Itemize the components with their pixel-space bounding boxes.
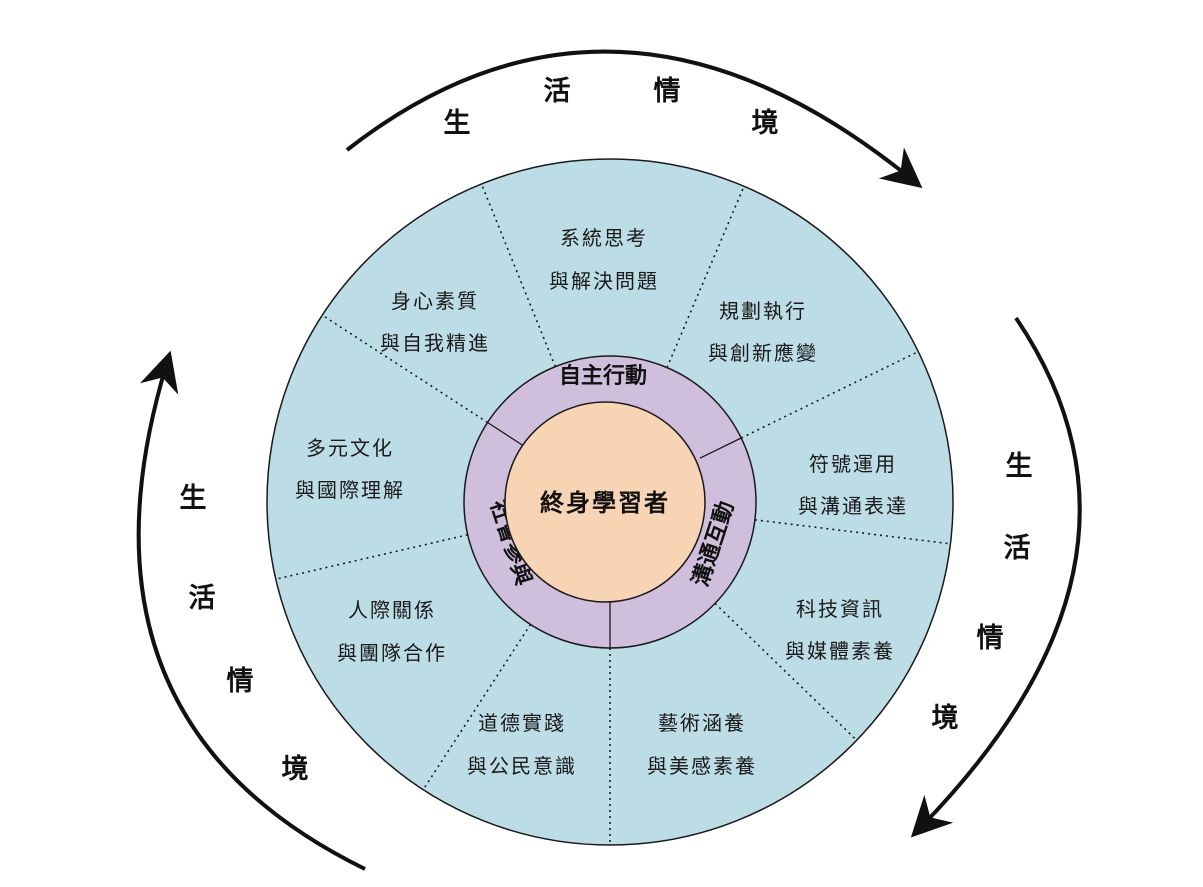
segment-label-line1: 符號運用 bbox=[809, 452, 897, 476]
segment-system-thinking: 系統思考 與解決問題 bbox=[549, 226, 659, 293]
segment-label-line1: 科技資訊 bbox=[796, 597, 884, 621]
context-top-char-1: 生 bbox=[444, 108, 471, 139]
ring-dividers bbox=[487, 421, 742, 648]
context-right-char-2: 活 bbox=[1004, 533, 1031, 564]
center-label-lifelong-learner: 終身學習者 bbox=[540, 488, 670, 517]
segment-multicultural-international: 多元文化 與國際理解 bbox=[295, 436, 405, 502]
segment-label-line2: 與溝通表達 bbox=[798, 494, 908, 518]
segment-label-line2: 與團隊合作 bbox=[337, 641, 447, 665]
context-top-char-4: 境 bbox=[752, 108, 779, 139]
context-right-char-4: 境 bbox=[932, 703, 959, 734]
segment-label-line1: 身心素質 bbox=[391, 289, 479, 313]
context-top-char-2: 活 bbox=[544, 76, 571, 107]
segment-label-line2: 與媒體素養 bbox=[785, 639, 895, 663]
context-arc-top bbox=[345, 49, 923, 189]
segment-art-aesthetics: 藝術涵養 與美感素養 bbox=[647, 711, 757, 778]
segment-label-line1: 多元文化 bbox=[306, 436, 394, 460]
segment-label-line2: 與公民意識 bbox=[467, 754, 577, 778]
ring-label-autonomous-action: 自主行動 bbox=[559, 363, 647, 389]
segment-label-line1: 系統思考 bbox=[560, 226, 648, 250]
context-arc-right bbox=[910, 316, 1082, 838]
segment-label-line1: 規劃執行 bbox=[719, 299, 807, 323]
segment-label-line1: 人際關係 bbox=[348, 598, 436, 622]
ring-divider-line bbox=[699, 437, 742, 459]
segment-label-line1: 道德實踐 bbox=[478, 711, 566, 735]
context-right-char-3: 情 bbox=[977, 623, 1004, 654]
context-left-char-4: 境 bbox=[282, 754, 309, 785]
ring-divider-line bbox=[487, 421, 527, 449]
segment-label-line2: 與國際理解 bbox=[295, 478, 405, 502]
segment-label-line1: 藝術涵養 bbox=[658, 711, 746, 735]
segment-moral-citizenship: 道德實踐 與公民意識 bbox=[467, 711, 577, 778]
segment-body-mind-self: 身心素質 與自我精進 bbox=[380, 289, 490, 355]
core-circle bbox=[504, 401, 706, 603]
context-top-char-3: 情 bbox=[654, 76, 681, 107]
segment-technology-media: 科技資訊 與媒體素養 bbox=[785, 597, 895, 663]
context-left-char-1: 生 bbox=[180, 483, 207, 514]
segment-interpersonal-teamwork: 人際關係 與團隊合作 bbox=[337, 598, 447, 665]
context-arc-left bbox=[136, 350, 366, 871]
segment-label-line2: 與美感素養 bbox=[647, 754, 757, 778]
segment-planning-execution: 規劃執行 與創新應變 bbox=[708, 299, 818, 365]
context-left-char-2: 活 bbox=[189, 583, 216, 614]
segment-label-line2: 與創新應變 bbox=[708, 341, 818, 365]
context-left-char-3: 情 bbox=[227, 666, 254, 697]
segment-symbol-communication: 符號運用 與溝通表達 bbox=[798, 452, 908, 518]
segment-label-line2: 與解決問題 bbox=[549, 269, 659, 293]
context-right-char-1: 生 bbox=[1006, 451, 1033, 482]
segment-label-line2: 與自我精進 bbox=[380, 331, 490, 355]
